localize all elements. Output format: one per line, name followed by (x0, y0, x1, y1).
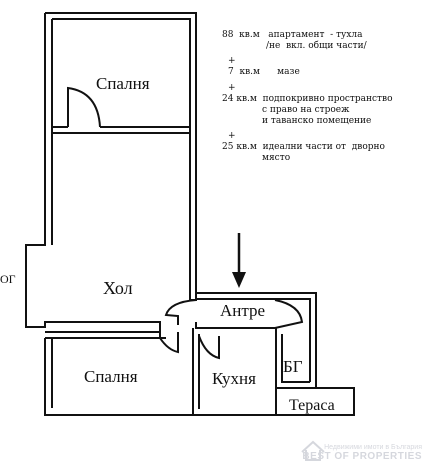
door-arc-kitchen (198, 335, 220, 360)
house-logo-icon (301, 440, 325, 461)
room-hall: Хол (103, 278, 133, 298)
note-line-6: и таванско помещение (262, 116, 372, 127)
watermark-line-2: BEST OF PROPERTIES (302, 451, 422, 462)
arrow-down-icon (232, 233, 246, 288)
wall-bathroom-inner (281, 334, 310, 383)
wall-bedroom2-top (45, 331, 160, 339)
door-arc-bedroom2 (159, 332, 179, 354)
watermark-line-1: Недвижими имоти в България (324, 444, 422, 451)
room-bedroom-bottom: Спалня (84, 367, 138, 386)
wall-anteroom-bottom (195, 322, 275, 329)
room-bathroom: БГ (283, 357, 303, 376)
room-anteroom: Антре (220, 301, 265, 320)
note-line-5: с право на строеж (262, 104, 350, 115)
note-line-7: 25 кв.м идеални части от дворно (222, 142, 385, 153)
wall-anteroom-top-inner (196, 298, 311, 382)
note-plus-3: + (228, 131, 236, 142)
side-marker: ОГ (0, 272, 16, 286)
note-line-3: 7 кв.м мазе (228, 67, 300, 78)
wall-hall-bottom (26, 321, 166, 339)
note-line-2: /не вкл. общи части/ (266, 41, 367, 52)
note-plus-2: + (228, 82, 236, 93)
note-plus-1: + (228, 56, 236, 67)
wall-anteroom-top (196, 292, 317, 382)
wall-outer-top (45, 12, 197, 283)
wall-hall-right (189, 283, 197, 301)
area-notes: 88 кв.м апартамент - тухла /не вкл. общи… (222, 30, 427, 165)
door-arc-bedroom (67, 86, 101, 128)
wall-inner-top (52, 18, 191, 283)
wall-outer-left-top (25, 13, 46, 328)
room-kitchen: Кухня (212, 369, 256, 388)
room-terrace: Тераса (289, 397, 335, 414)
door-anteroom-right (274, 299, 304, 329)
room-bedroom-top: Спалня (96, 74, 150, 93)
note-line-8: място (262, 153, 291, 164)
note-line-1: 88 кв.м апартамент - тухла (222, 30, 363, 40)
wall-terrace (276, 387, 355, 416)
note-line-4: 24 кв.м подпокривно пространство (222, 93, 393, 104)
door-anteroom-left (164, 299, 197, 325)
watermark: Недвижими имоти в България BEST OF PROPE… (301, 440, 422, 462)
